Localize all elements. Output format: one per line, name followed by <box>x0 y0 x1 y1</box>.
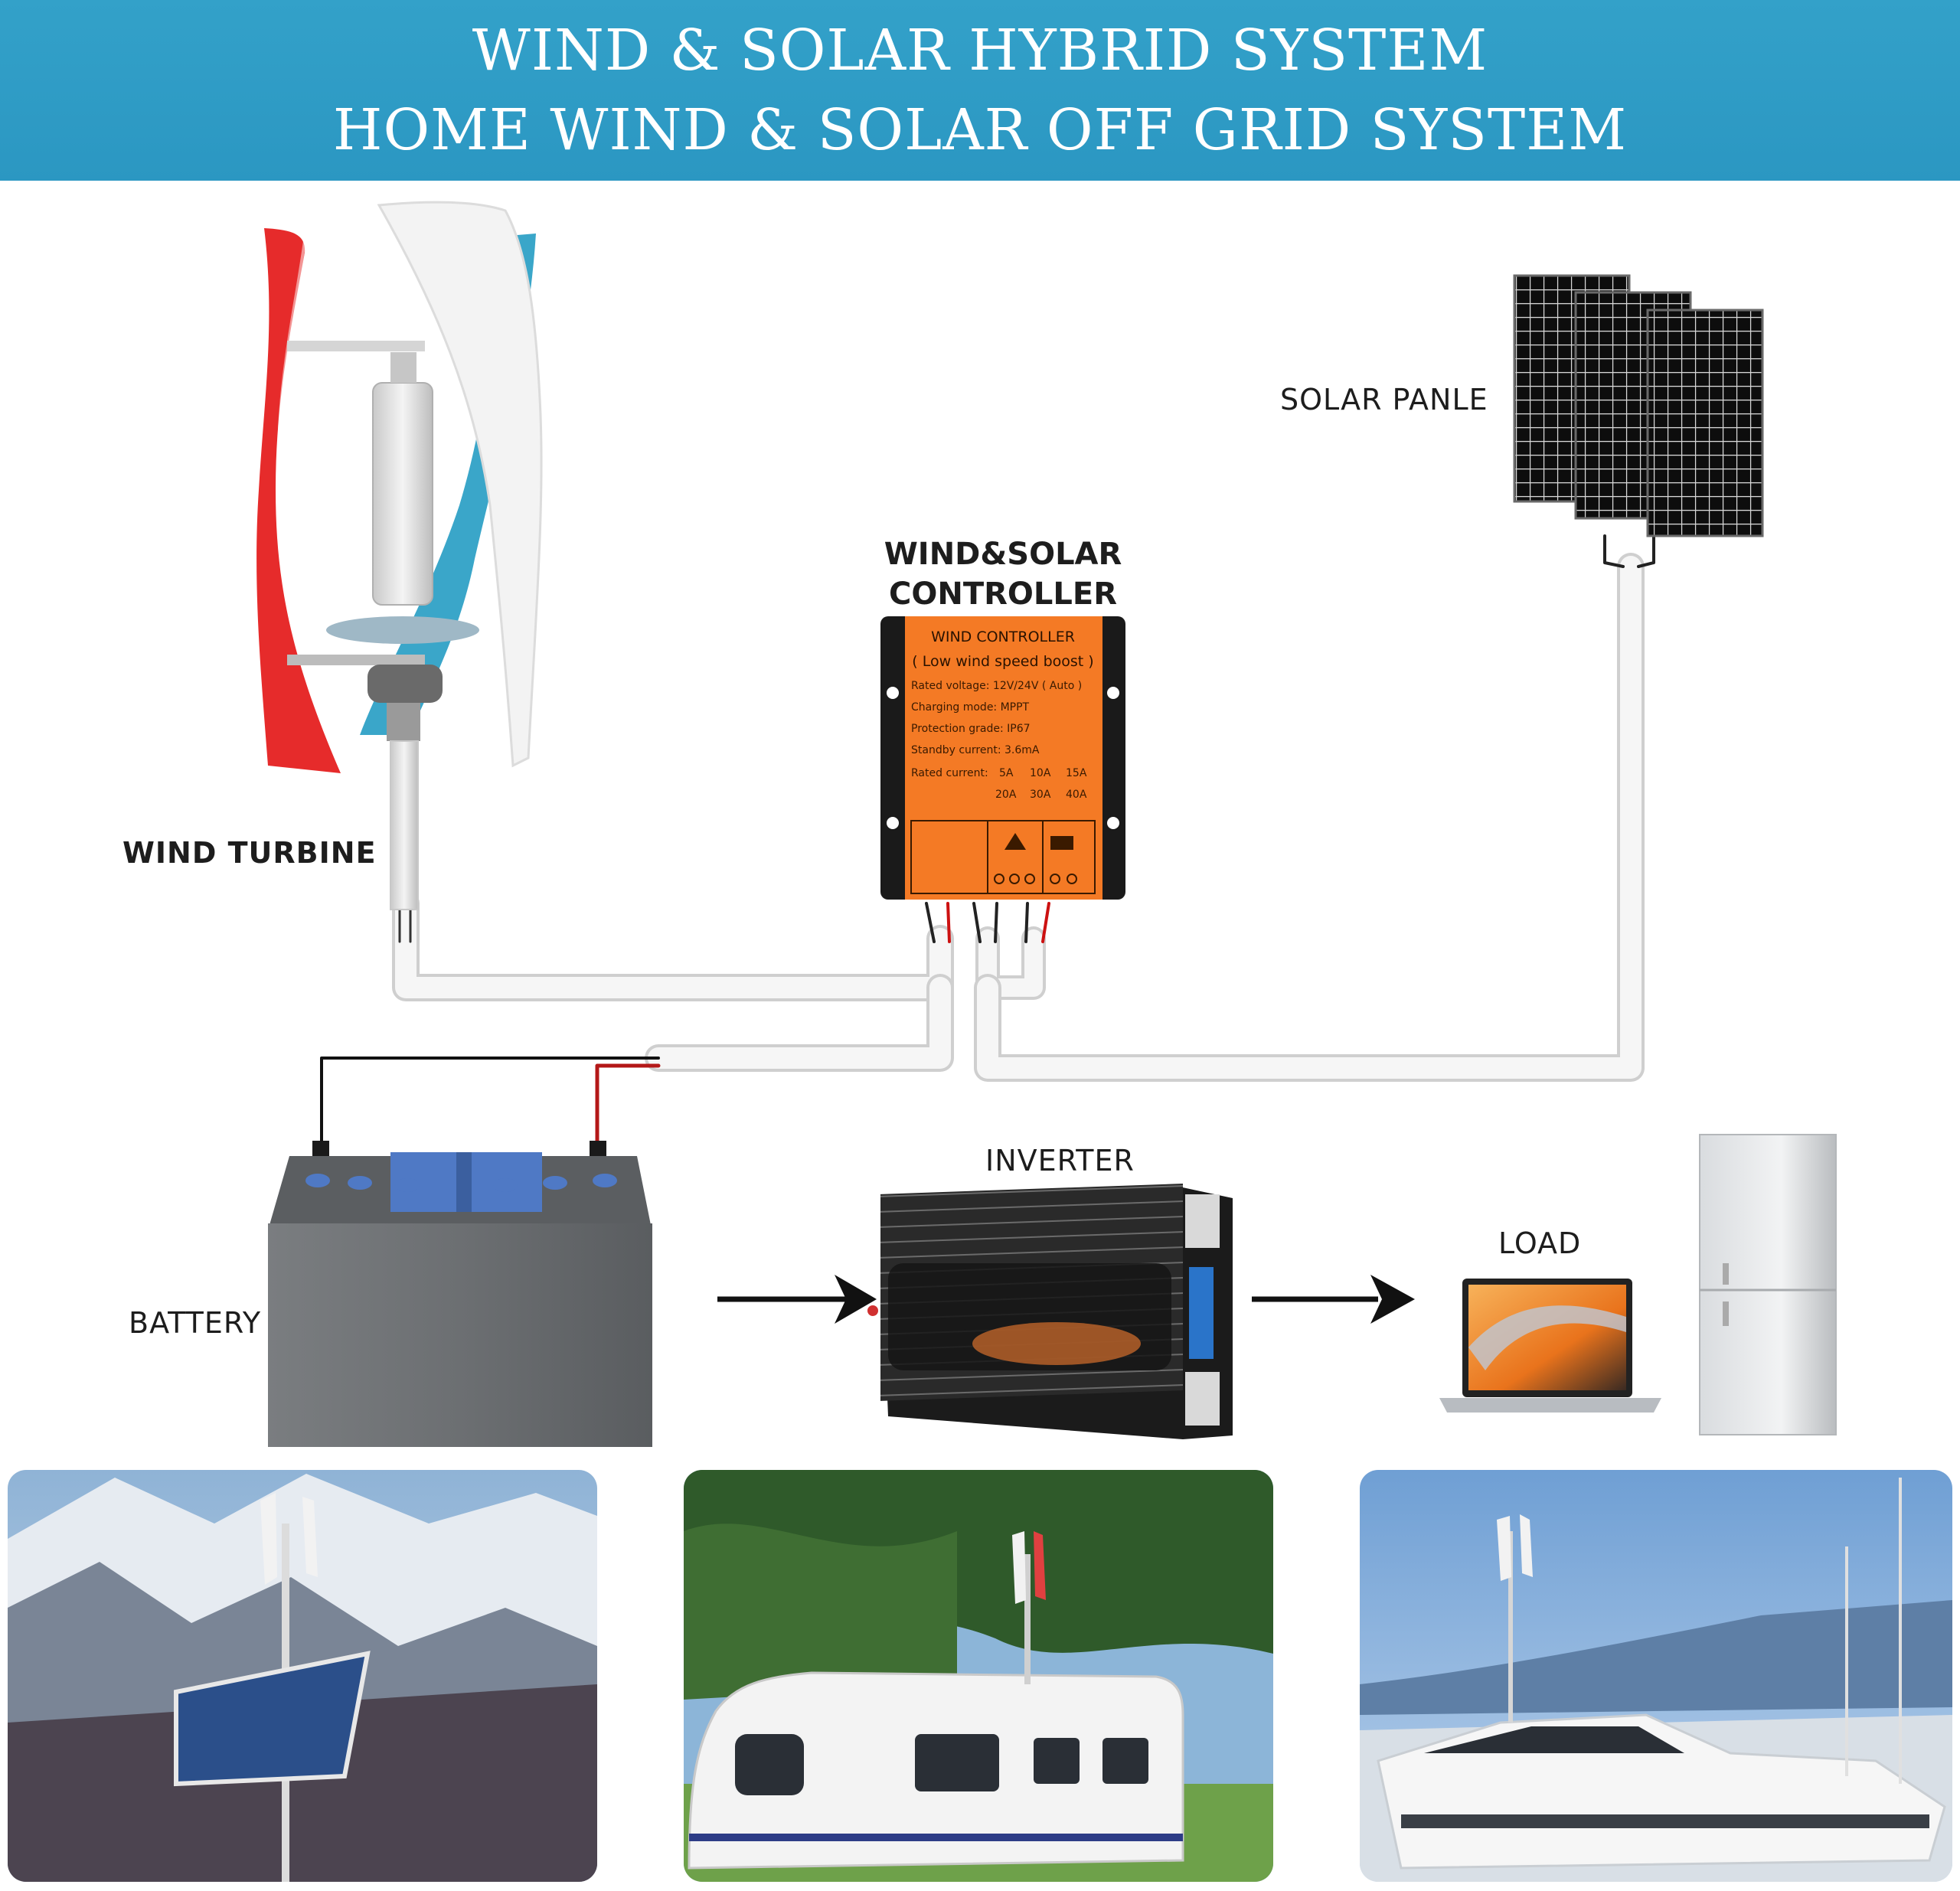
arrow-right-icon <box>717 1275 1415 1324</box>
controller-rated-voltage: Rated voltage: 12V/24V ( Auto ) <box>911 680 1082 692</box>
inverter-label: INVERTER <box>985 1144 1135 1177</box>
controller-current-10a: 10A <box>1030 767 1051 779</box>
photo-yacht-install <box>1360 1470 1952 1882</box>
controller-charging-mode: Charging mode: MPPT <box>911 701 1030 714</box>
photo-mountain-install <box>8 1470 597 1882</box>
controller-current-20a: 20A <box>995 789 1017 801</box>
controller-current-30a: 30A <box>1030 789 1051 801</box>
banner-title: WIND & SOLAR HYBRID SYSTEM <box>472 18 1488 83</box>
banner-subtitle: HOME WIND & SOLAR OFF GRID SYSTEM <box>332 97 1628 163</box>
controller-label-line2: CONTROLLER <box>888 576 1118 612</box>
wind-turbine-label: WIND TURBINE <box>122 836 377 870</box>
refrigerator-icon <box>1699 1134 1837 1435</box>
controller-plate-title: WIND CONTROLLER <box>931 629 1075 645</box>
solar-panel-label: SOLAR PANLE <box>1280 383 1488 416</box>
controller-label-line1: WIND&SOLAR <box>884 537 1122 572</box>
controller-rated-current-label: Rated current: <box>911 767 988 779</box>
controller-current-15a: 15A <box>1066 767 1087 779</box>
controller-label: WIND&SOLAR CONTROLLER <box>873 534 1133 614</box>
solar-panel-icon <box>1513 274 1764 537</box>
cable-network <box>320 534 1655 1151</box>
battery-icon <box>268 1141 652 1447</box>
battery-label: BATTERY <box>129 1306 262 1340</box>
controller-protection: Protection grade: IP67 <box>911 723 1031 735</box>
controller-plate-subtitle: ( Low wind speed boost ) <box>912 653 1093 670</box>
inverter-icon <box>867 1184 1233 1439</box>
photo-caravan-install <box>684 1470 1273 1882</box>
controller-current-5a: 5A <box>999 767 1014 779</box>
controller-icon: WIND CONTROLLER ( Low wind speed boost )… <box>880 616 1125 900</box>
wind-turbine-icon <box>256 201 543 910</box>
laptop-icon <box>1439 1279 1661 1413</box>
controller-current-40a: 40A <box>1066 789 1087 801</box>
load-label: LOAD <box>1498 1226 1582 1260</box>
header-banner: WIND & SOLAR HYBRID SYSTEM HOME WIND & S… <box>0 0 1960 181</box>
controller-standby: Standby current: 3.6mA <box>911 744 1040 756</box>
